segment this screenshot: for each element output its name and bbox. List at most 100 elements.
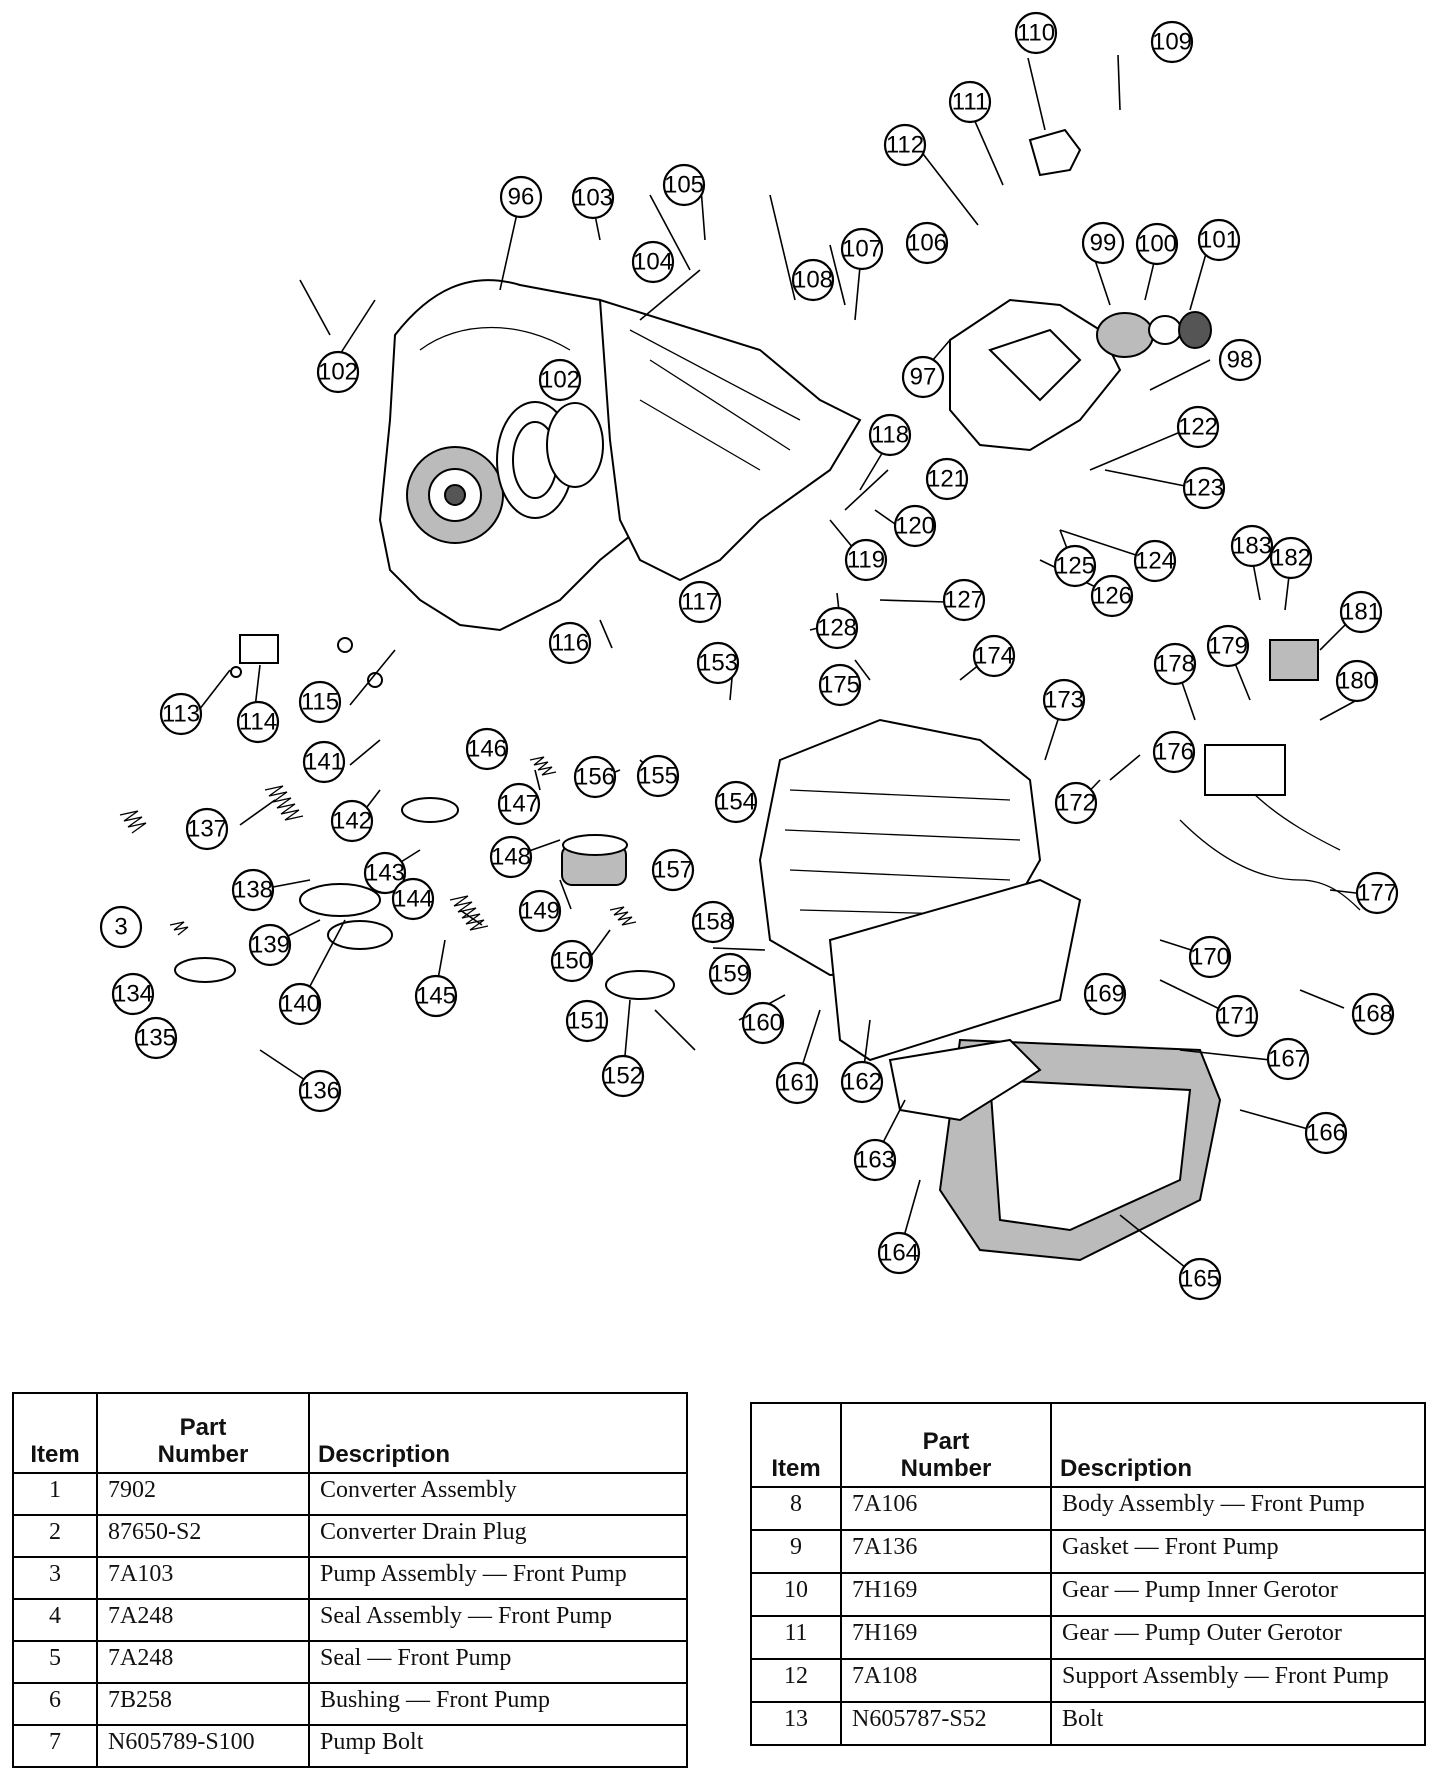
table-header-row: Item Part Number Description <box>12 1392 688 1474</box>
callout-128: 128 <box>815 606 859 650</box>
cell-description: Bushing — Front Pump <box>308 1682 688 1726</box>
callout-label: 178 <box>1155 651 1195 678</box>
callout-label: 145 <box>416 983 456 1010</box>
callout-label: 175 <box>820 672 860 699</box>
cell-part-number: 7A248 <box>96 1640 310 1684</box>
callout-label: 172 <box>1056 790 1096 817</box>
callout-124: 124 <box>1133 539 1177 583</box>
callout-circle <box>278 982 322 1026</box>
callout-152: 152 <box>601 1054 645 1098</box>
callout-120: 120 <box>893 504 937 548</box>
callout-label: 151 <box>567 1008 607 1035</box>
callout-circle <box>159 692 203 736</box>
header-description: Description <box>308 1392 688 1474</box>
callout-label: 118 <box>871 422 909 449</box>
callout-134: 134 <box>111 972 155 1016</box>
callout-label: 164 <box>879 1240 919 1267</box>
callout-173: 173 <box>1042 678 1086 722</box>
callout-102: 102 <box>538 358 582 402</box>
callout-label: 148 <box>491 844 531 871</box>
callout-label: 120 <box>895 513 935 540</box>
cell-item: 12 <box>750 1658 842 1703</box>
callout-circle <box>741 1001 785 1045</box>
cell-description: Body Assembly — Front Pump <box>1050 1486 1426 1531</box>
callout-label: 154 <box>716 789 756 816</box>
callout-circle <box>111 972 155 1016</box>
cell-item: 6 <box>12 1682 98 1726</box>
callout-168: 168 <box>1351 992 1395 1036</box>
callout-183: 183 <box>1230 524 1274 568</box>
callout-circle <box>662 163 706 207</box>
callout-circle <box>636 754 680 798</box>
callout-161: 161 <box>775 1061 819 1105</box>
callout-label: 181 <box>1341 599 1381 626</box>
callout-162: 162 <box>840 1060 884 1104</box>
callout-circle <box>708 952 752 996</box>
callout-149: 149 <box>518 889 562 933</box>
callout-153: 153 <box>696 641 740 685</box>
callout-circle <box>231 868 275 912</box>
callout-label: 111 <box>952 89 988 116</box>
callout-label: 182 <box>1271 545 1311 572</box>
callout-circle <box>1269 536 1313 580</box>
callout-label: 163 <box>855 1147 895 1174</box>
callout-label: 136 <box>300 1078 340 1105</box>
callout-label: 110 <box>1017 20 1055 47</box>
callout-circle <box>883 123 927 167</box>
callout-label: 114 <box>239 709 277 736</box>
callout-partial-3: 3 <box>99 905 143 949</box>
callout-label: 126 <box>1092 583 1132 610</box>
callout-label: 99 <box>1090 230 1117 257</box>
callout-label: 123 <box>1184 475 1224 502</box>
callout-label: 174 <box>974 643 1014 670</box>
callout-label: 105 <box>664 172 704 199</box>
callout-circle <box>414 974 458 1018</box>
callout-137: 137 <box>185 807 229 851</box>
callout-label: 166 <box>1306 1120 1346 1147</box>
header-part-line2: Number <box>900 1454 992 1482</box>
callout-123: 123 <box>1182 466 1226 510</box>
callout-label: 108 <box>793 267 833 294</box>
callout-label: 119 <box>847 547 885 574</box>
header-part-line1: Part <box>179 1414 227 1442</box>
callout-circle <box>497 782 541 826</box>
cell-part-number: 7A136 <box>840 1529 1052 1574</box>
callout-circle <box>465 727 509 771</box>
cell-item: 5 <box>12 1640 98 1684</box>
callout-circle <box>363 851 407 895</box>
transmission-case <box>598 298 862 582</box>
callout-179: 179 <box>1206 624 1250 668</box>
callout-circle <box>601 1054 645 1098</box>
callout-label: 173 <box>1044 687 1084 714</box>
callout-117: 117 <box>678 580 722 624</box>
callout-circle <box>815 606 859 650</box>
callout-115: 115 <box>298 680 342 724</box>
callout-label: 177 <box>1357 880 1397 907</box>
callout-146: 146 <box>465 727 509 771</box>
callout-label: 159 <box>710 961 750 988</box>
cell-part-number: 7B258 <box>96 1682 310 1726</box>
callout-label: 109 <box>1152 29 1192 56</box>
header-item: Item <box>12 1392 98 1474</box>
callout-circle <box>1152 730 1196 774</box>
callout-circle <box>925 457 969 501</box>
callout-label: 144 <box>393 886 433 913</box>
callout-label: 153 <box>698 650 738 677</box>
callout-circle <box>714 780 758 824</box>
callout-label: 116 <box>551 630 589 657</box>
callout-143: 143 <box>363 851 407 895</box>
callout-circle <box>1090 574 1134 618</box>
callout-label: 180 <box>1337 668 1377 695</box>
cell-description: Gear — Pump Inner Gerotor <box>1050 1572 1426 1617</box>
callout-label: 140 <box>280 991 320 1018</box>
callout-147: 147 <box>497 782 541 826</box>
callout-label: 168 <box>1353 1001 1393 1028</box>
cell-description: Support Assembly — Front Pump <box>1050 1658 1426 1703</box>
cell-description: Converter Assembly <box>308 1472 688 1516</box>
